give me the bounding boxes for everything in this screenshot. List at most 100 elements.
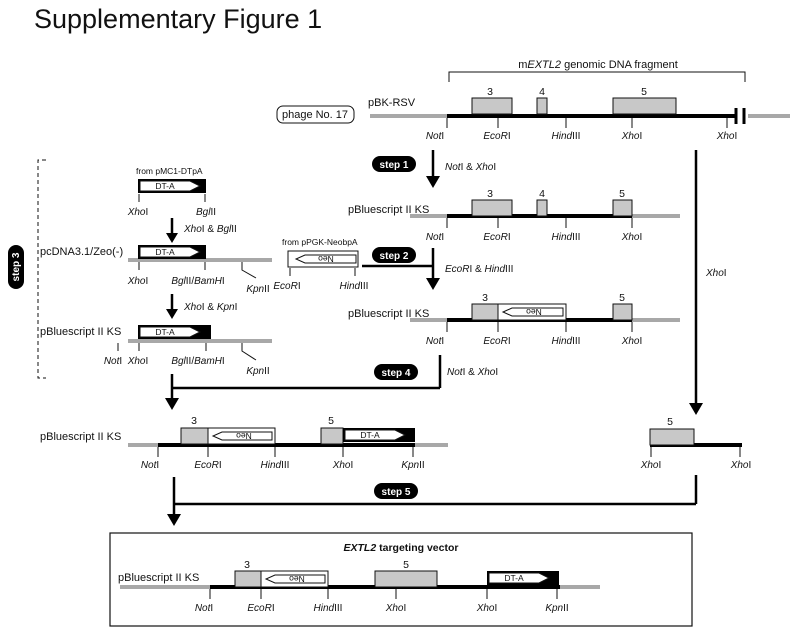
- dta-source-cassette: DT-A XhoI BglII: [127, 179, 216, 218]
- svg-text:DT-A: DT-A: [360, 430, 380, 440]
- svg-text:4: 4: [539, 188, 545, 200]
- svg-text:HindIII: HindIII: [552, 336, 581, 347]
- svg-text:DT-A: DT-A: [155, 181, 175, 191]
- genomic-fragment-label: mEXTL2 genomic DNA fragment: [448, 59, 746, 82]
- svg-text:3: 3: [482, 292, 488, 304]
- xho-kpn-arrow: XhoI & KpnI: [166, 294, 237, 319]
- svg-text:XhoI & KpnI: XhoI & KpnI: [183, 302, 237, 313]
- svg-text:XhoI: XhoI: [640, 460, 662, 471]
- construct-pbks-left: DT-A NotI XhoI BglII/BamHI KpnII: [104, 325, 272, 377]
- svg-text:step 1: step 1: [380, 160, 409, 171]
- svg-text:NotI: NotI: [426, 232, 444, 243]
- svg-text:XhoI: XhoI: [621, 131, 643, 142]
- svg-text:KpnII: KpnII: [246, 366, 269, 377]
- svg-text:KpnII: KpnII: [401, 460, 424, 471]
- neo-source-cassette: Neo EcoRI HindIII: [273, 250, 369, 292]
- construct-pbks-combined: Neo DT-A 3 5 NotI EcoRI HindIII XhoI Kpn…: [128, 415, 448, 471]
- svg-text:BglII/BamHI: BglII/BamHI: [171, 276, 224, 287]
- svg-text:step 4: step 4: [382, 368, 411, 379]
- svg-text:phage No. 17: phage No. 17: [282, 109, 348, 121]
- svg-text:EcoRI & HindIII: EcoRI & HindIII: [445, 264, 513, 275]
- exon-3: [180, 427, 209, 445]
- svg-text:XhoI: XhoI: [332, 460, 354, 471]
- vector-label-pbks-final: pBluescript II KS: [118, 572, 199, 584]
- svg-text:KpnII: KpnII: [246, 284, 269, 295]
- svg-text:HindIII: HindIII: [261, 460, 290, 471]
- svg-text:NotI & XhoI: NotI & XhoI: [445, 162, 496, 173]
- svg-text:BglII: BglII: [196, 207, 216, 218]
- vector-label-pbks-1: pBluescript II KS: [348, 204, 429, 216]
- svg-text:DT-A: DT-A: [155, 327, 175, 337]
- svg-text:Neo: Neo: [289, 574, 305, 584]
- svg-text:EcoRI: EcoRI: [247, 603, 274, 614]
- svg-text:XhoI: XhoI: [621, 336, 643, 347]
- exon-3: [234, 570, 262, 588]
- final-targeting-vector: EXTL2 targeting vector pBluescript II KS…: [109, 532, 693, 627]
- svg-text:XhoI: XhoI: [716, 131, 738, 142]
- svg-text:EcoRI: EcoRI: [483, 336, 510, 347]
- svg-text:XhoI: XhoI: [127, 276, 149, 287]
- svg-text:NotI & XhoI: NotI & XhoI: [447, 367, 498, 378]
- xho-digest-arrow: XhoI: [689, 150, 727, 415]
- svg-text:5: 5: [667, 416, 673, 428]
- svg-text:5: 5: [641, 86, 647, 98]
- vector-label-pbk: pBK-RSV: [368, 97, 416, 109]
- svg-text:3: 3: [487, 86, 493, 98]
- svg-text:XhoI: XhoI: [705, 268, 727, 279]
- svg-text:EcoRI: EcoRI: [483, 232, 510, 243]
- construct-pbk-rsv: 3 4 5 NotI EcoRI HindIII XhoI XhoI: [370, 86, 790, 142]
- svg-text:NotI: NotI: [195, 603, 213, 614]
- exon-5: [612, 199, 633, 217]
- svg-text:step 2: step 2: [380, 251, 409, 262]
- svg-text:3: 3: [487, 188, 493, 200]
- svg-text:NotI: NotI: [141, 460, 159, 471]
- final-title: EXTL2 targeting vector: [344, 542, 459, 554]
- svg-text:5: 5: [328, 415, 334, 427]
- construct-pcdna: DT-A XhoI BglII/BamHI KpnII: [127, 245, 272, 295]
- svg-text:NotI: NotI: [426, 131, 444, 142]
- source-dtpa: from pMC1-DTpA: [136, 166, 203, 176]
- svg-text:HindIII: HindIII: [314, 603, 343, 614]
- svg-text:NotI: NotI: [104, 356, 122, 367]
- exon-3: [471, 303, 499, 321]
- construct-pbks-step1: 3 4 5 NotI EcoRI HindIII XhoI: [410, 188, 680, 243]
- svg-text:NotI: NotI: [426, 336, 444, 347]
- svg-text:XhoI: XhoI: [621, 232, 643, 243]
- phage-label: phage No. 17: [276, 105, 355, 124]
- svg-text:BglII/BamHI: BglII/BamHI: [171, 356, 224, 367]
- svg-text:XhoI: XhoI: [385, 603, 407, 614]
- svg-text:EcoRI: EcoRI: [194, 460, 221, 471]
- svg-text:5: 5: [619, 292, 625, 304]
- svg-text:KpnII: KpnII: [545, 603, 568, 614]
- figure-title: Supplementary Figure 1: [34, 4, 323, 34]
- svg-text:step 3: step 3: [11, 252, 22, 281]
- step-4-arrow: step 4 NotI & XhoI: [165, 355, 498, 410]
- exon-5: [612, 303, 633, 321]
- vector-label-pcdna: pcDNA3.1/Zeo(-): [40, 246, 123, 258]
- svg-text:HindIII: HindIII: [552, 131, 581, 142]
- svg-text:Neo: Neo: [236, 431, 252, 441]
- construct-pbks-step2: Neo 3 5 NotI EcoRI HindIII XhoI: [410, 292, 680, 347]
- svg-text:DT-A: DT-A: [155, 247, 175, 257]
- svg-text:XhoI: XhoI: [730, 460, 752, 471]
- xho-bgl-arrow: XhoI & BglII: [166, 218, 237, 243]
- svg-text:EcoRI: EcoRI: [273, 281, 300, 292]
- exon-4: [536, 97, 548, 115]
- step-3-bracket: step 3: [8, 159, 46, 379]
- exon-3: [471, 97, 513, 115]
- vector-label-pbks-left: pBluescript II KS: [40, 326, 121, 338]
- step-2-arrow: step 2 EcoRI & HindIII: [362, 247, 513, 290]
- svg-text:HindIII: HindIII: [552, 232, 581, 243]
- exon-5: [320, 427, 344, 445]
- exon-5: [374, 570, 438, 588]
- svg-text:XhoI & BglII: XhoI & BglII: [183, 224, 237, 235]
- svg-text:EcoRI: EcoRI: [483, 131, 510, 142]
- svg-text:XhoI: XhoI: [476, 603, 498, 614]
- svg-text:mEXTL2 genomic DNA fragment: mEXTL2 genomic DNA fragment: [518, 59, 678, 71]
- svg-text:Neo: Neo: [526, 307, 542, 317]
- svg-text:DT-A: DT-A: [504, 573, 524, 583]
- svg-text:HindIII: HindIII: [340, 281, 369, 292]
- xho-fragment-exon5: 5 XhoI XhoI: [640, 416, 752, 471]
- exon-3: [471, 199, 513, 217]
